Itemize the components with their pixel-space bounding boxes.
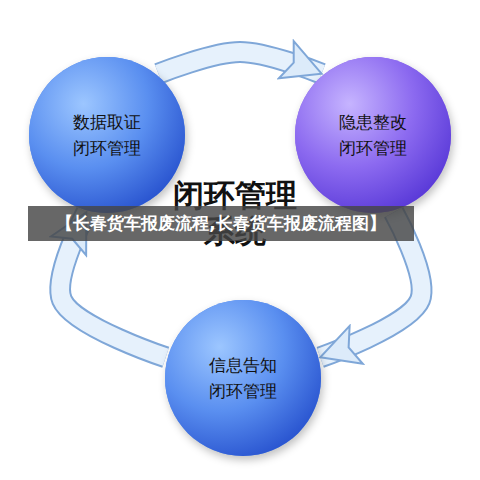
arrow-outline xyxy=(158,52,321,74)
node-label: 数据取证 闭环管理 xyxy=(65,109,150,162)
cycle-arrow xyxy=(158,52,321,74)
circle-shape xyxy=(165,300,321,456)
circle-fill xyxy=(165,300,321,456)
circle-fill xyxy=(295,57,451,213)
node-label: 隐患整改 闭环管理 xyxy=(331,109,416,162)
process-circle: 信息告知 闭环管理 xyxy=(165,300,321,456)
circle-fill xyxy=(29,57,185,213)
watermark-banner: 【长春货车报废流程,长春货车报废流程图】 xyxy=(28,206,414,241)
circle-shape xyxy=(295,57,451,213)
circle-shape xyxy=(29,57,185,213)
process-circle: 隐患整改 闭环管理 xyxy=(295,57,451,213)
arrow-body xyxy=(158,52,321,74)
process-circle: 数据取证 闭环管理 xyxy=(29,57,185,213)
node-label: 信息告知 闭环管理 xyxy=(201,352,286,405)
